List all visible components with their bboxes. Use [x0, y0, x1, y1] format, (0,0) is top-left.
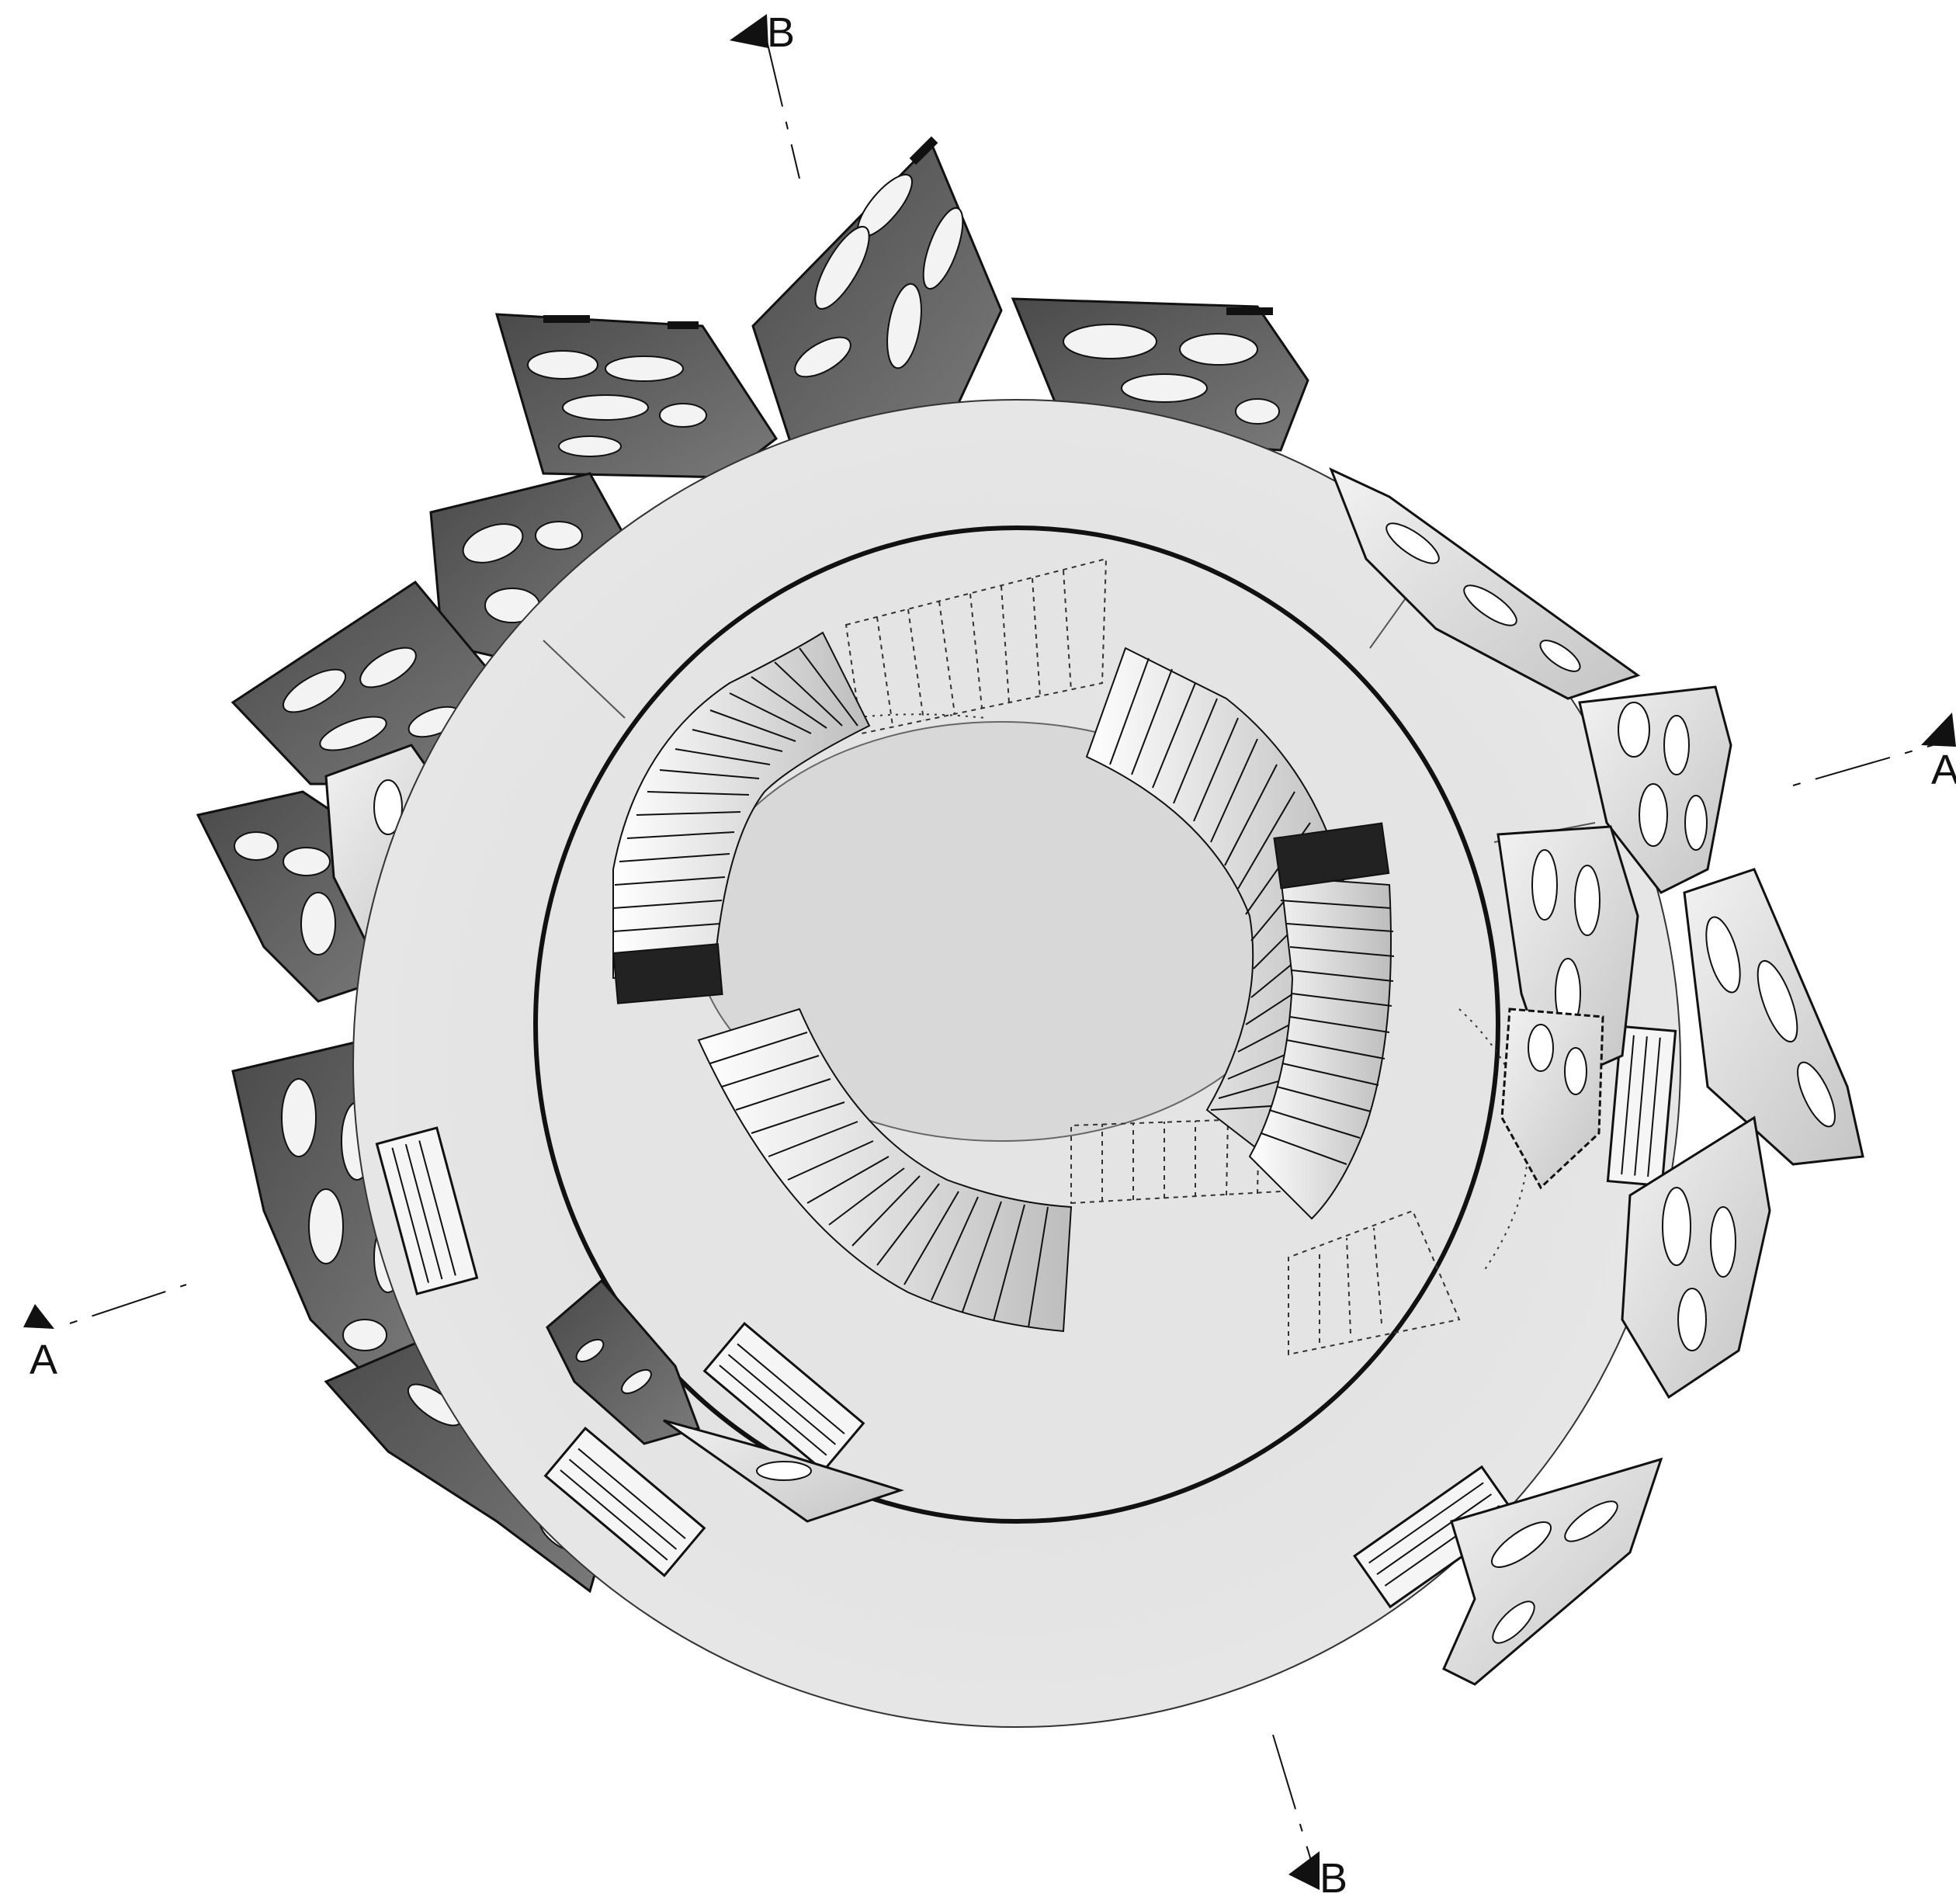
section-arrow-a-left: [23, 1304, 54, 1329]
panel-1: [494, 313, 779, 479]
section-label-a-left: A: [29, 1337, 57, 1383]
stair-landing-right: [1273, 822, 1390, 890]
section-arrow-b-bottom: [1288, 1851, 1320, 1890]
section-arrows: [23, 14, 1956, 1890]
section-cut-lines: [69, 30, 1933, 1864]
bench-right: [1606, 1025, 1677, 1188]
bench-lower-middle: [702, 1321, 865, 1473]
bench-left: [375, 1126, 479, 1295]
panel-4: [429, 472, 630, 669]
panel-14: [1621, 1115, 1771, 1399]
panel-11: [1578, 685, 1732, 894]
facade-panels-light: [1329, 467, 1864, 1686]
panel-15: [1442, 1457, 1663, 1686]
panel-16: [1500, 1007, 1604, 1190]
panel-10: [1329, 467, 1641, 700]
panel-2: [751, 136, 1003, 448]
stair-flight-hidden-bottom: [1070, 1008, 1529, 1356]
stair-flight-outer-right: [1248, 876, 1395, 1220]
stair-landing-left: [612, 943, 723, 1004]
section-label-a-right: A: [1931, 747, 1956, 793]
stair-flight-lower-left: [697, 1007, 1073, 1333]
bench-lower-left: [543, 1426, 706, 1578]
section-arrow-a-right: [1921, 713, 1956, 747]
section-label-b-top: B: [767, 9, 795, 56]
panel-13: [1683, 868, 1864, 1166]
facade-panel-inner: [546, 1278, 904, 1523]
section-arrow-b-top: [730, 14, 768, 48]
section-label-b-bottom: B: [1320, 1855, 1347, 1902]
